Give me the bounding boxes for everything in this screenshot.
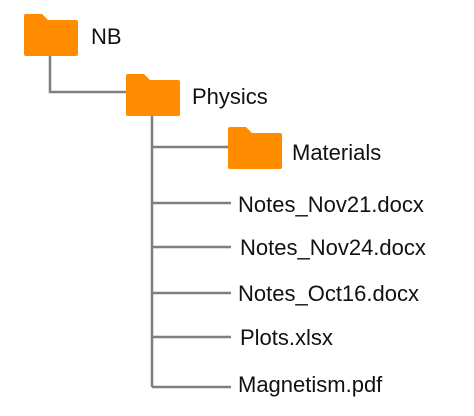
tree-node-notes-nov21-label: Notes_Nov21.docx bbox=[238, 192, 424, 217]
folder-icon bbox=[126, 74, 180, 116]
folder-icon bbox=[24, 14, 78, 56]
tree-node-plots-label: Plots.xlsx bbox=[240, 325, 333, 350]
folder-icon bbox=[228, 127, 282, 169]
tree-node-physics-label: Physics bbox=[192, 84, 268, 109]
tree-node-materials-label: Materials bbox=[292, 140, 382, 165]
connector-nb-physics bbox=[48, 56, 127, 94]
tree-connectors bbox=[48, 56, 231, 389]
tree-node-notes-nov24-label: Notes_Nov24.docx bbox=[240, 235, 426, 260]
tree-node-magnetism-label: Magnetism.pdf bbox=[238, 372, 383, 397]
tree-node-notes-oct16-label: Notes_Oct16.docx bbox=[238, 281, 419, 306]
tree-node-nb-label: NB bbox=[91, 24, 122, 49]
